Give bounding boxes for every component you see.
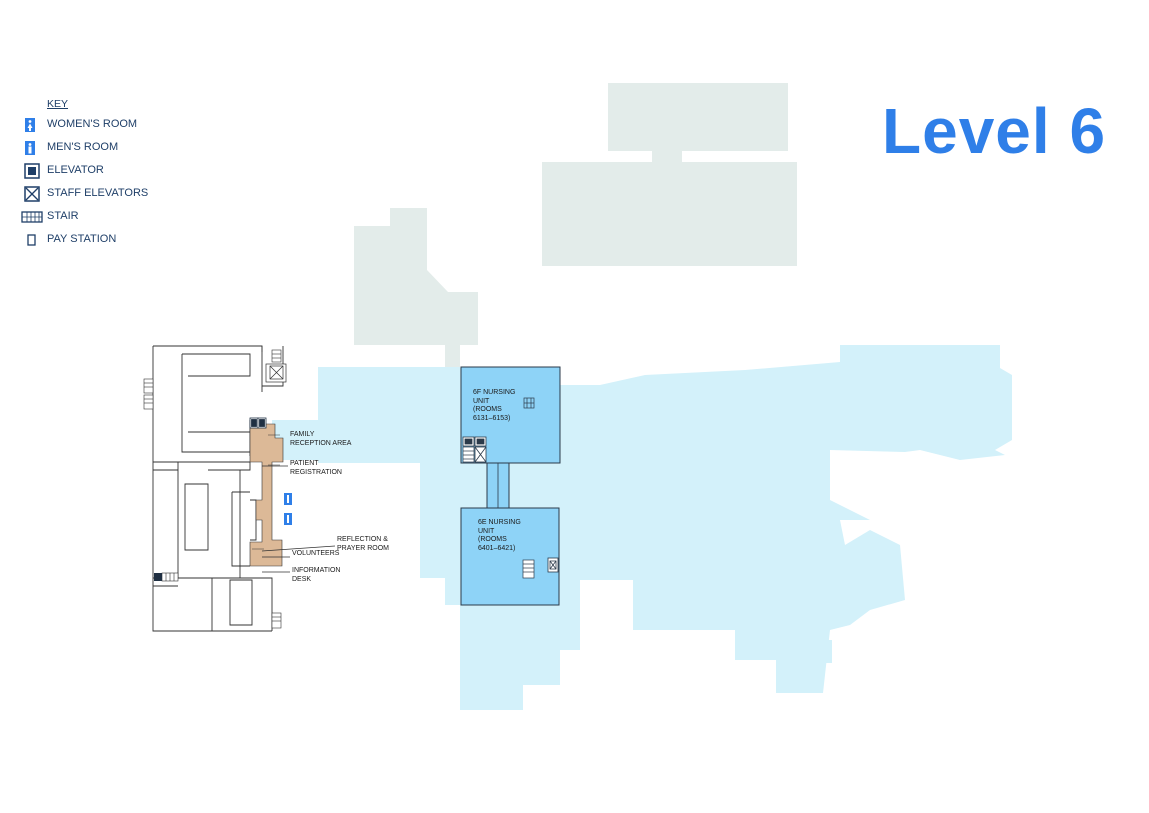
volunteers-label: VOLUNTEERS <box>292 550 340 557</box>
elevator-icon <box>249 417 267 429</box>
level-title: Level 6 <box>882 95 1107 167</box>
gray-building-areas <box>354 83 797 368</box>
patient-registration-label: PATIENT REGISTRATION <box>290 460 342 476</box>
mens-room-icon <box>284 513 292 525</box>
stair-icon <box>522 559 535 579</box>
stair-icon <box>21 211 43 223</box>
stair-icon <box>143 349 282 629</box>
mens-room-icon <box>25 141 35 155</box>
key-item-label: STAFF ELEVATORS <box>47 187 149 199</box>
staff-elevators-icon <box>24 186 40 202</box>
family-reception-label: FAMILY RECEPTION AREA <box>290 431 352 447</box>
elevator-icon <box>462 436 487 447</box>
elevator-icon <box>24 163 40 179</box>
unit-6f-label: 6F NURSING UNIT (ROOMS 6131–6153) <box>473 389 516 422</box>
unit-6e-label: 6E NURSING UNIT (ROOMS 6401–6421) <box>478 519 521 552</box>
staff-elevators-icon <box>474 446 487 463</box>
elevator-icon <box>154 573 162 581</box>
staff-elevators-icon <box>265 363 287 383</box>
leader-lines <box>261 465 336 573</box>
key-item-label: PAY STATION <box>47 233 117 245</box>
key-item-label: WOMEN'S ROOM <box>47 118 138 130</box>
womens-room-icon <box>284 493 292 505</box>
womens-room-icon <box>25 118 35 132</box>
pay-station-icon <box>27 234 36 246</box>
information-desk-label: INFORMATION DESK <box>292 567 341 583</box>
pay-station-icon <box>252 434 280 550</box>
key-item-label: MEN'S ROOM <box>47 141 119 153</box>
nursing-units <box>460 366 561 606</box>
reflection-prayer-room-label: REFLECTION & PRAYER ROOM <box>337 536 389 552</box>
staff-elevators-icon <box>547 557 559 573</box>
light-blue-floor-area <box>272 345 1012 710</box>
key-item-label: STAIR <box>47 210 79 222</box>
public-corridor <box>249 423 284 567</box>
key-item-label: ELEVATOR <box>47 164 104 176</box>
stair-icon <box>523 397 535 409</box>
stair-icon <box>462 446 475 463</box>
key-heading: KEY <box>47 98 69 110</box>
unit-6e-block <box>460 507 560 606</box>
